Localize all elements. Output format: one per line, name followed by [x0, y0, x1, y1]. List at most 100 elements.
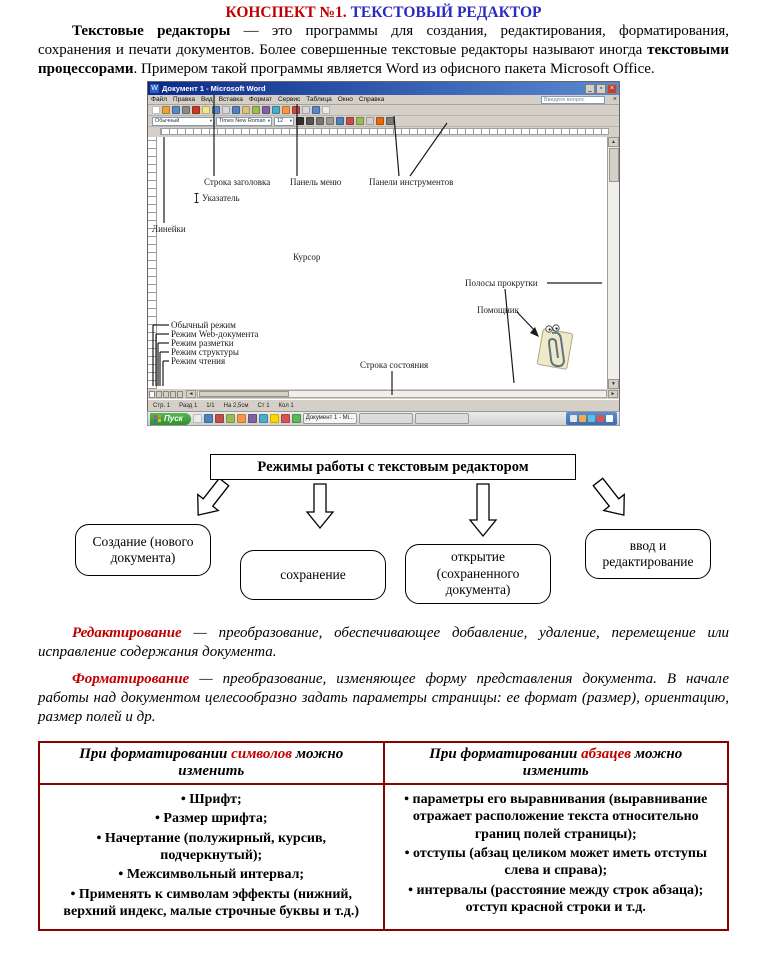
taskbar-icon[interactable] — [280, 414, 290, 423]
horizontal-scroll-track[interactable] — [197, 390, 607, 398]
taskbar-icon[interactable] — [247, 414, 257, 423]
scroll-up-icon[interactable]: ▲ — [608, 137, 619, 147]
horizontal-ruler[interactable] — [148, 127, 619, 137]
menu-item[interactable]: Таблица — [306, 96, 332, 103]
menu-item[interactable]: Справка — [358, 96, 385, 103]
tray-icon[interactable] — [606, 415, 613, 422]
scroll-down-icon[interactable]: ▼ — [608, 379, 619, 389]
menu-item[interactable]: Файл — [151, 96, 167, 103]
toolbar-icon[interactable] — [252, 106, 260, 114]
task-button[interactable] — [414, 413, 469, 424]
minimize-button[interactable]: _ — [585, 83, 595, 94]
toolbar-icon[interactable] — [376, 117, 384, 125]
office-assistant[interactable] — [532, 317, 576, 371]
toolbar-icon[interactable] — [232, 106, 240, 114]
toolbar-icon[interactable] — [272, 106, 280, 114]
callout-scrollbars: Полосы прокрутки — [465, 278, 538, 288]
ask-question-box[interactable]: Введите вопрос — [541, 96, 605, 104]
bullet-item: Применять к символам эффекты (нижний, ве… — [50, 886, 373, 921]
toolbar-icon[interactable] — [282, 106, 290, 114]
quick-launch-icons — [192, 414, 301, 423]
status-segment: 1/1 — [206, 403, 215, 409]
vertical-scroll-thumb[interactable] — [608, 148, 619, 182]
windows-taskbar: Пуск Документ 1 - Mi... — [147, 411, 620, 426]
toolbar-icon[interactable] — [346, 117, 354, 125]
formatting-icons — [296, 117, 394, 125]
toolbar-icon[interactable] — [262, 106, 270, 114]
toolbar-icon[interactable] — [322, 106, 330, 114]
font-combo[interactable]: Times New Roman▾ — [216, 116, 272, 126]
tray-icon[interactable] — [579, 415, 586, 422]
header2-post: можно изменить — [522, 746, 683, 779]
tray-icon[interactable] — [588, 415, 595, 422]
menu-item[interactable]: Формат — [248, 96, 272, 103]
menu-item[interactable]: Вставка — [218, 96, 243, 103]
toolbar-icon[interactable] — [292, 106, 300, 114]
taskbar-icon[interactable] — [192, 414, 202, 423]
toolbar-icon[interactable] — [386, 117, 394, 125]
vertical-scrollbar[interactable]: ▲ ▼ — [607, 137, 619, 389]
toolbar-icon[interactable] — [306, 117, 314, 125]
taskbar-icon[interactable] — [258, 414, 268, 423]
taskbar-icon[interactable] — [291, 414, 301, 423]
document-close-icon[interactable]: × — [612, 96, 617, 103]
toolbar-icon[interactable] — [366, 117, 374, 125]
toolbar-icon[interactable] — [336, 117, 344, 125]
toolbar-icon[interactable] — [172, 106, 180, 114]
intro-text-2: . Примером такой программы является Word… — [133, 61, 655, 77]
tray-icon[interactable] — [570, 415, 577, 422]
taskbar-icon[interactable] — [225, 414, 235, 423]
callout-toolbars: Панели инструментов — [369, 177, 454, 187]
toolbar-icon[interactable] — [242, 106, 250, 114]
menu-item[interactable]: Окно — [337, 96, 353, 103]
toolbar-icon[interactable] — [326, 117, 334, 125]
callout-mode-reading: Режим чтения — [171, 356, 226, 366]
toolbar-icon[interactable] — [202, 106, 210, 114]
callout-rulers: Линейки — [152, 224, 186, 234]
taskbar-icon[interactable] — [236, 414, 246, 423]
status-segment: Стр. 1 — [153, 403, 171, 409]
toolbar-icon[interactable] — [312, 106, 320, 114]
toolbar-icon[interactable] — [192, 106, 200, 114]
menu-item[interactable]: Вид — [200, 96, 213, 103]
font-combo-value: Times New Roman — [219, 118, 266, 124]
start-button[interactable]: Пуск — [150, 412, 191, 425]
toolbar-icon[interactable] — [302, 106, 310, 114]
window-controls: _ ▫ × — [585, 83, 617, 94]
intro-bold-2: текстовыми процессорами — [38, 42, 729, 77]
close-button[interactable]: × — [607, 83, 617, 94]
taskbar-icon[interactable] — [214, 414, 224, 423]
horizontal-scroll-thumb[interactable] — [199, 391, 289, 397]
toolbar-icon[interactable] — [162, 106, 170, 114]
vertical-ruler[interactable] — [148, 137, 157, 389]
style-combo[interactable]: Обычный▾ — [152, 116, 214, 126]
chevron-down-icon: ▾ — [209, 118, 212, 123]
font-size-combo[interactable]: 12▾ — [274, 116, 294, 126]
task-button-word[interactable]: Документ 1 - Mi... — [302, 413, 357, 424]
scroll-left-icon[interactable]: ◄ — [186, 390, 196, 398]
toolbar-icon[interactable] — [212, 106, 220, 114]
toolbar-icon[interactable] — [222, 106, 230, 114]
horizontal-scrollbar[interactable]: ◄ ► — [148, 389, 619, 399]
taskbar-icon[interactable] — [269, 414, 279, 423]
window-titlebar[interactable]: W Документ 1 - Microsoft Word _ ▫ × — [148, 82, 619, 95]
toolbar-icon[interactable] — [296, 117, 304, 125]
document-page-area[interactable] — [157, 137, 607, 389]
menu-item[interactable]: Сервис — [277, 96, 301, 103]
formatting-lead: Форматирование — [72, 671, 190, 687]
toolbar-icon[interactable] — [152, 106, 160, 114]
formatting-text: — преобразование, изменяющее форму предс… — [38, 671, 729, 725]
table-header-symbols: При форматировании символов можно измени… — [38, 741, 385, 785]
menu-item[interactable]: Правка — [172, 96, 195, 103]
view-mode-buttons[interactable] — [149, 390, 185, 398]
toolbar-icon[interactable] — [182, 106, 190, 114]
restore-button[interactable]: ▫ — [596, 83, 606, 94]
word-window: W Документ 1 - Microsoft Word _ ▫ × Файл… — [147, 81, 620, 412]
scroll-right-icon[interactable]: ► — [608, 390, 618, 398]
toolbar-icon[interactable] — [356, 117, 364, 125]
task-button[interactable] — [358, 413, 413, 424]
tray-icon[interactable] — [597, 415, 604, 422]
taskbar-icon[interactable] — [203, 414, 213, 423]
toolbar-icon[interactable] — [316, 117, 324, 125]
